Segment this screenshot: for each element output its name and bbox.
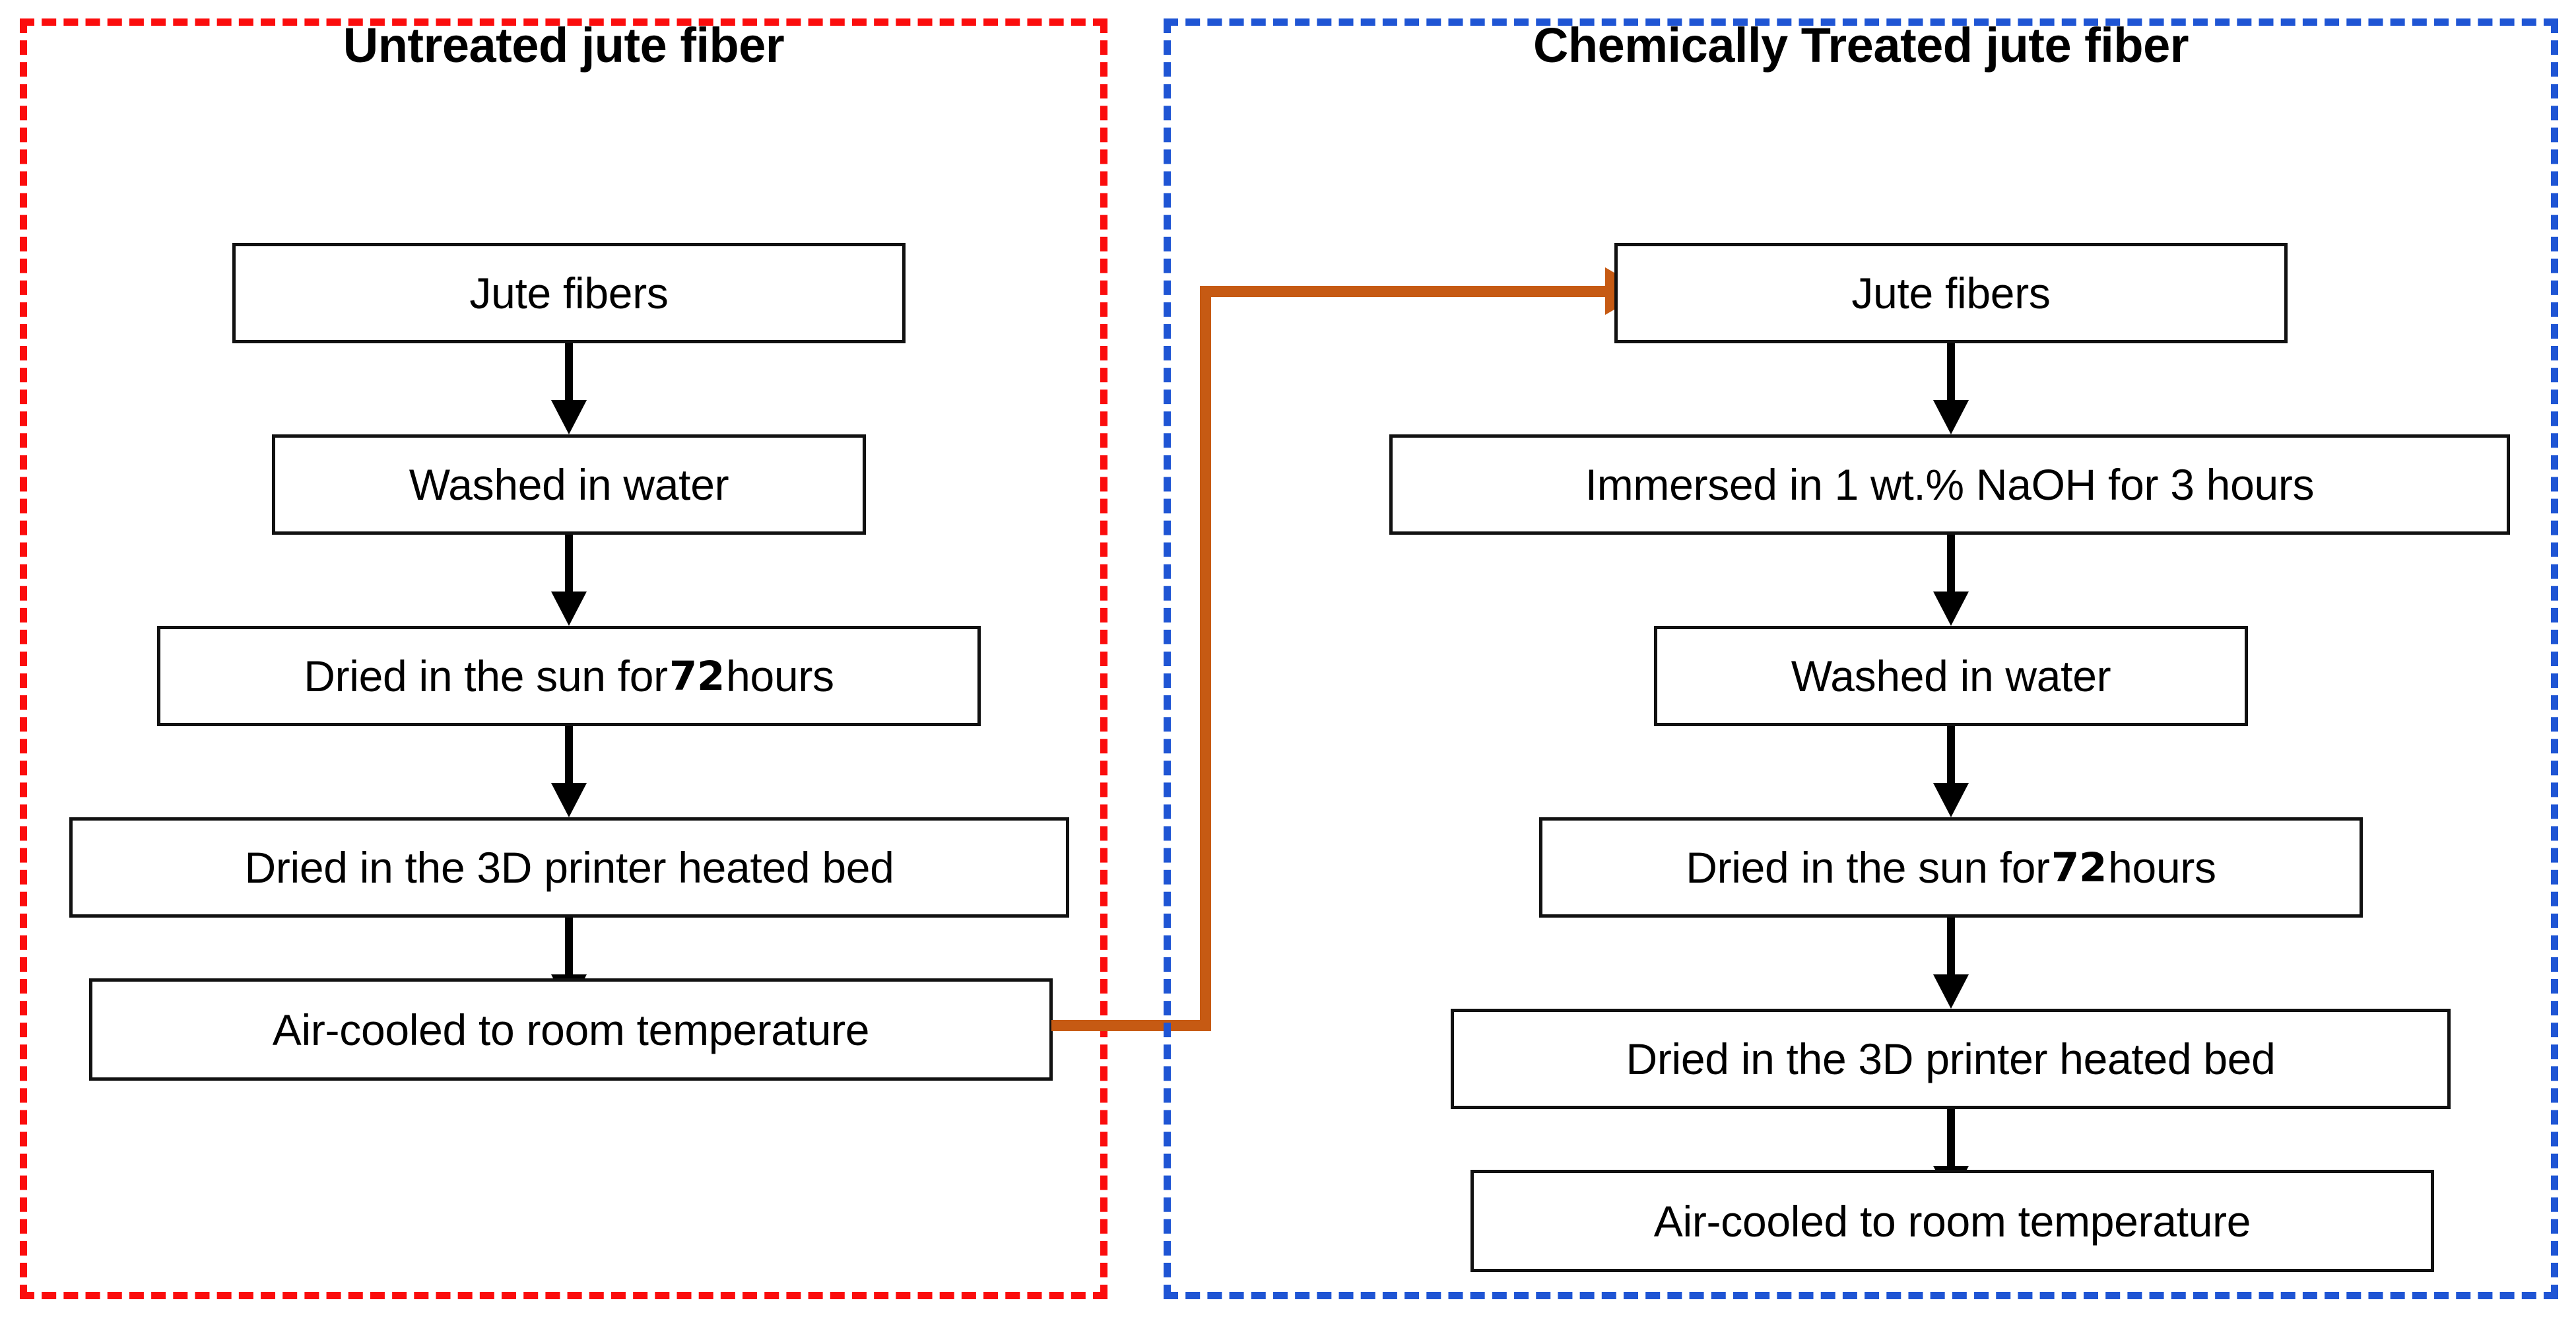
connector-segment-horizontal-lower bbox=[1051, 1020, 1211, 1031]
untreated-step-3-box[interactable]: Dried in the sun for 72 hours bbox=[157, 626, 981, 726]
connector-segment-vertical bbox=[1200, 286, 1211, 1031]
treated-panel-title: Chemically Treated jute fiber bbox=[1533, 18, 2189, 73]
treated-step-4-label-pre: Dried in the sun for bbox=[1686, 843, 2050, 892]
untreated-step-5-box[interactable]: Air-cooled to room temperature bbox=[89, 978, 1053, 1081]
untreated-step-2-label: Washed in water bbox=[409, 460, 729, 509]
treated-step-5-box[interactable]: Dried in the 3D printer heated bed bbox=[1451, 1009, 2451, 1109]
untreated-step-1-label: Jute fibers bbox=[469, 269, 669, 318]
untreated-step-5-label: Air-cooled to room temperature bbox=[272, 1005, 870, 1054]
untreated-step-2-box[interactable]: Washed in water bbox=[272, 434, 866, 535]
treated-step-6-box[interactable]: Air-cooled to room temperature bbox=[1470, 1170, 2434, 1272]
untreated-step-3-label-post: hours bbox=[726, 652, 834, 700]
untreated-panel-border bbox=[20, 18, 1107, 1299]
treated-step-1-label: Jute fibers bbox=[1851, 269, 2051, 318]
treated-step-3-label: Washed in water bbox=[1791, 652, 2111, 700]
treated-step-5-label: Dried in the 3D printer heated bed bbox=[1626, 1034, 2276, 1083]
treated-panel-border bbox=[1164, 18, 2558, 1299]
treated-step-4-box[interactable]: Dried in the sun for 72 hours bbox=[1539, 817, 2363, 918]
treated-step-4-label-post: hours bbox=[2108, 843, 2216, 892]
treated-step-2-box[interactable]: Immersed in 1 wt.% NaOH for 3 hours bbox=[1389, 434, 2510, 535]
untreated-step-3-label-pre: Dried in the sun for bbox=[304, 652, 668, 700]
untreated-step-3-number: 72 bbox=[669, 652, 725, 700]
treated-step-3-box[interactable]: Washed in water bbox=[1654, 626, 2248, 726]
untreated-panel-title: Untreated jute fiber bbox=[343, 18, 785, 73]
treated-step-6-label: Air-cooled to room temperature bbox=[1653, 1196, 2251, 1246]
treated-step-2-label: Immersed in 1 wt.% NaOH for 3 hours bbox=[1585, 460, 2315, 509]
treated-step-1-box[interactable]: Jute fibers bbox=[1614, 243, 2288, 343]
untreated-step-1-box[interactable]: Jute fibers bbox=[232, 243, 906, 343]
untreated-step-4-box[interactable]: Dried in the 3D printer heated bed bbox=[69, 817, 1069, 918]
untreated-step-4-label: Dried in the 3D printer heated bed bbox=[244, 843, 894, 892]
connector-segment-horizontal-upper bbox=[1200, 286, 1609, 297]
treated-step-4-number: 72 bbox=[2051, 844, 2107, 891]
